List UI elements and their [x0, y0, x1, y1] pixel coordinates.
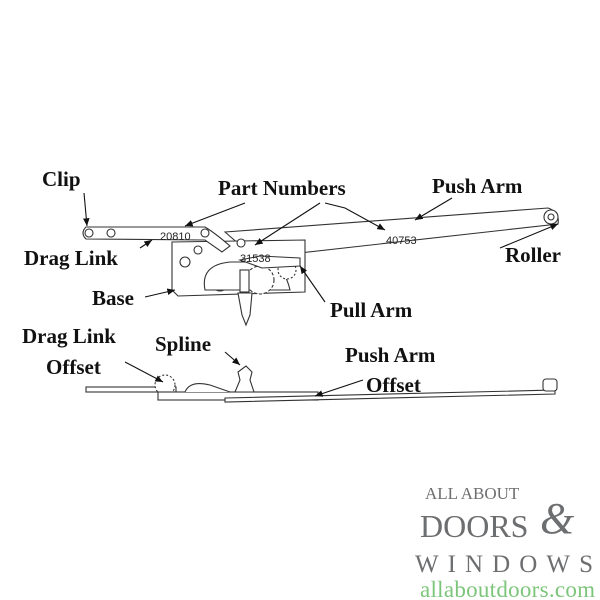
part-number-push-arm: 40753 — [386, 235, 417, 247]
label-push-arm: Push Arm — [432, 174, 523, 198]
label-part-numbers: Part Numbers — [218, 176, 346, 200]
label-drag-link: Drag Link — [24, 246, 118, 270]
label-drag-link-offset-line1: Drag Link — [22, 324, 116, 348]
push-arm — [223, 207, 559, 259]
label-push-arm-offset-line1: Push Arm — [345, 343, 436, 367]
pull-arm — [237, 255, 301, 269]
drag-link — [82, 226, 231, 253]
part-number-pull-arm: 31538 — [240, 253, 271, 265]
leader-lines — [83, 192, 559, 397]
label-clip: Clip — [42, 167, 81, 191]
label-pull-arm: Pull Arm — [330, 298, 413, 322]
side-view — [85, 365, 558, 403]
logo-line2: DOORS — [420, 508, 528, 544]
clip — [84, 228, 94, 238]
label-roller: Roller — [505, 243, 561, 267]
logo-line3: WINDOWS — [415, 551, 593, 578]
label-spline: Spline — [155, 332, 211, 356]
logo-ampersand: & — [540, 494, 575, 543]
brand-logo: ALL ABOUT DOORS & WINDOWS allaboutdoors.… — [415, 484, 595, 600]
part-number-drag-link: 20810 — [160, 231, 191, 243]
spline — [237, 292, 253, 327]
base — [171, 238, 306, 327]
logo-line1: ALL ABOUT — [425, 484, 520, 503]
gear — [245, 265, 275, 295]
label-push-arm-offset-line2: Offset — [366, 373, 421, 397]
logo-url: allaboutdoors.com — [420, 577, 595, 600]
label-drag-link-offset-line2: Offset — [46, 355, 101, 379]
label-base: Base — [92, 286, 134, 310]
